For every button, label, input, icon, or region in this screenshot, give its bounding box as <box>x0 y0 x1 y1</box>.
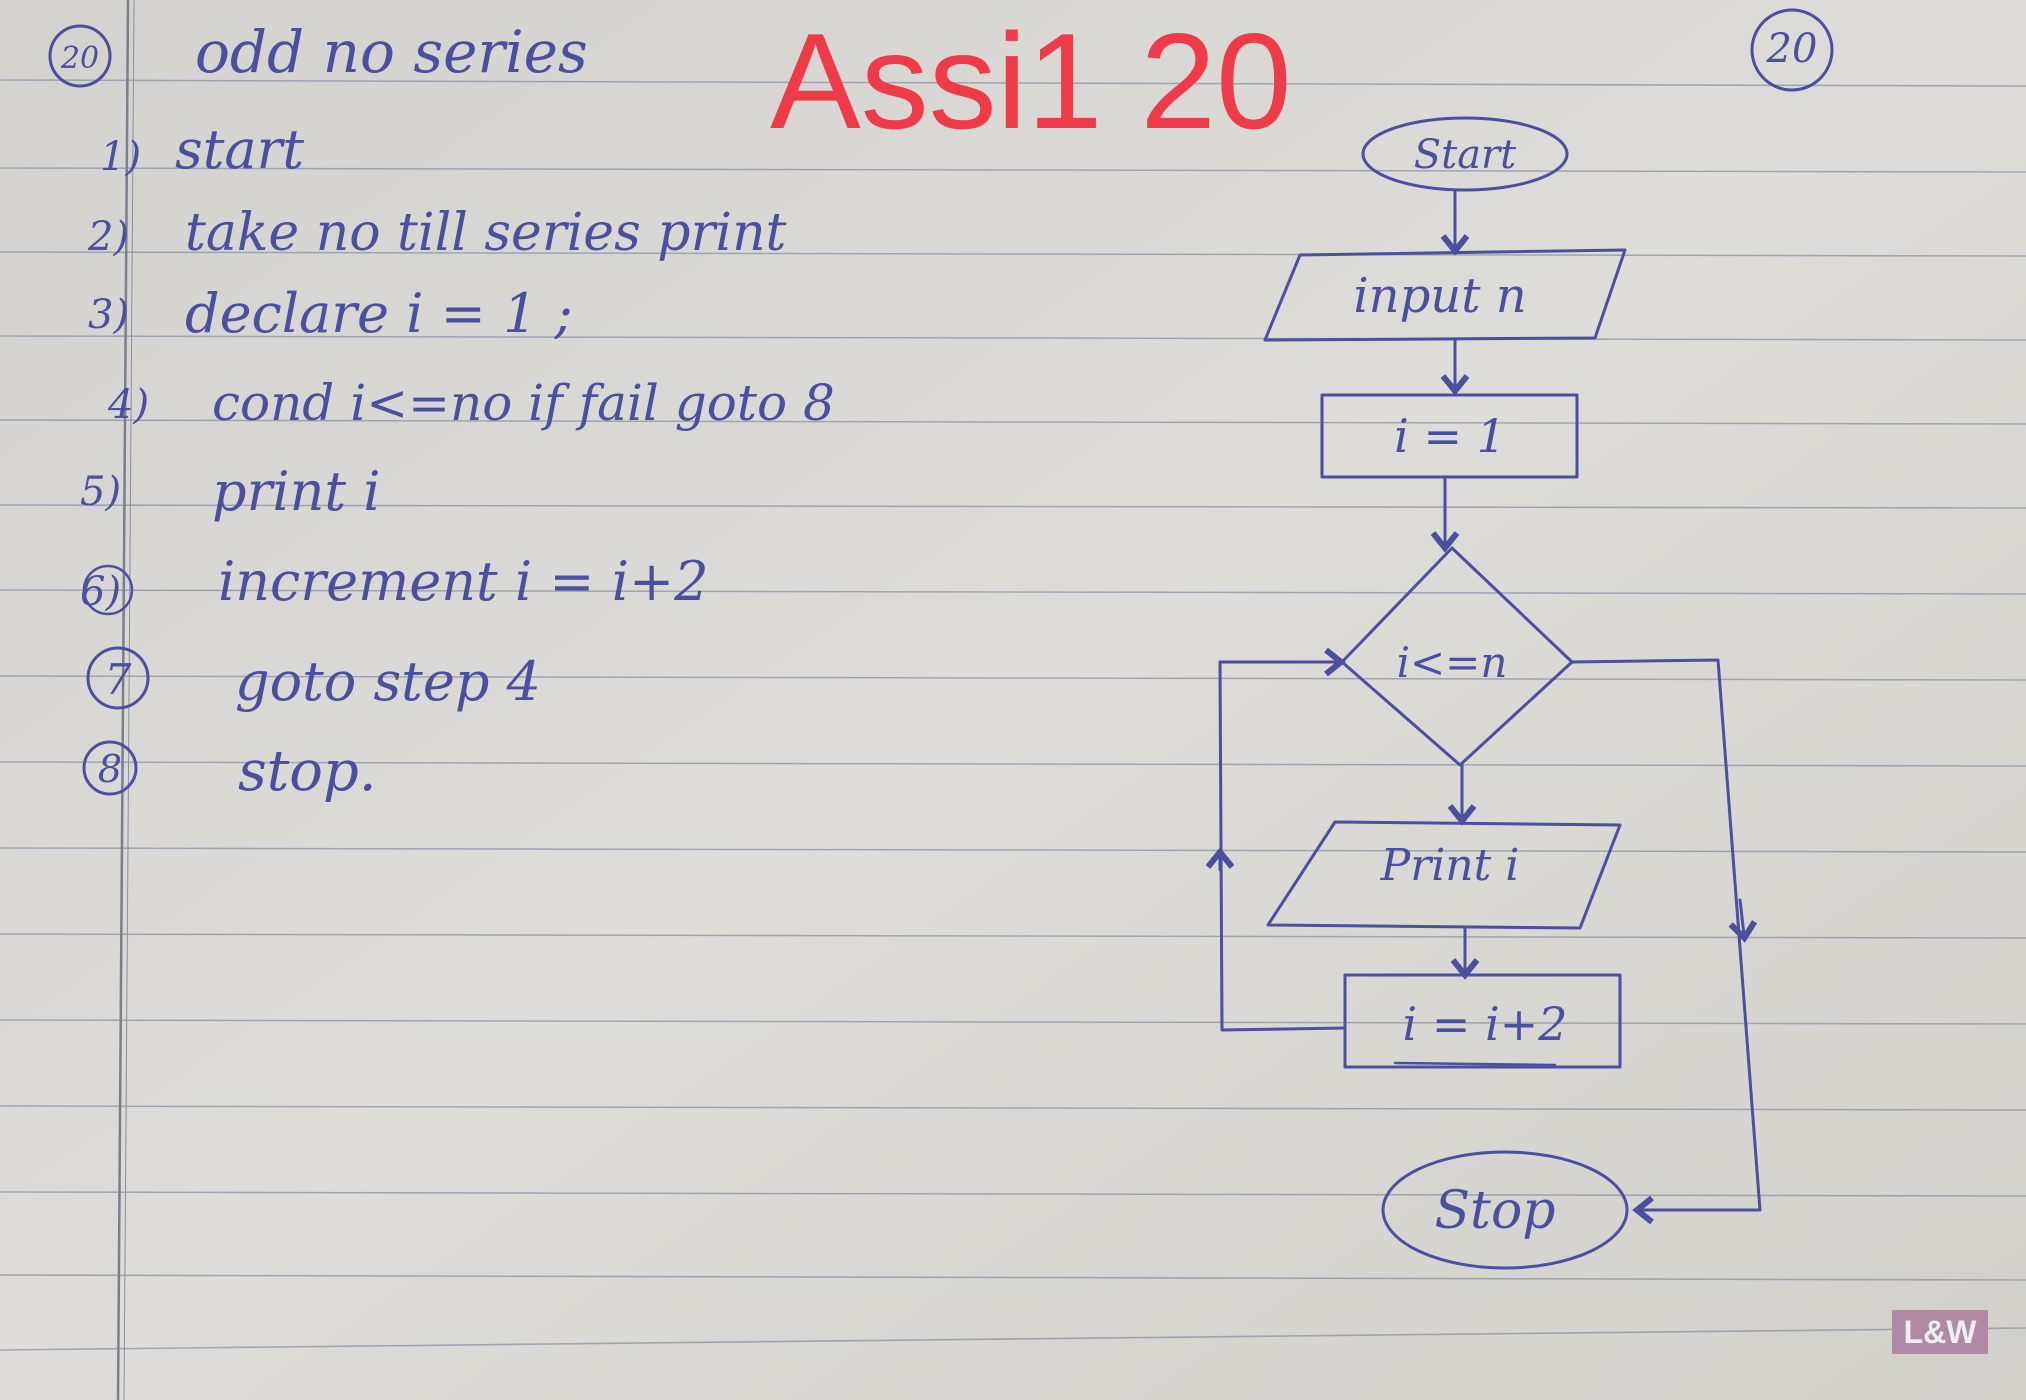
step-number: 2) <box>87 214 129 260</box>
overlay-title: Assi1 20 <box>770 5 1292 157</box>
step-number: 8 <box>98 747 122 791</box>
step-text: increment i = i+2 <box>218 550 709 613</box>
step-text: print i <box>212 460 381 523</box>
heading: 20 odd no series <box>48 18 588 88</box>
step-number: 3) <box>88 292 129 338</box>
algorithm-steps: 1) start 2) take no till series print 3)… <box>80 118 835 804</box>
stop-label: Stop <box>1434 1181 1555 1241</box>
step-text: stop. <box>238 739 377 804</box>
flowchart: Start input n i = 1 i<=n Print i i = i+2… <box>1205 116 1762 1270</box>
step-text: start <box>175 118 304 181</box>
stop-terminal <box>1381 1150 1629 1270</box>
condition-label: i<=n <box>1397 638 1508 687</box>
step-text: goto step 4 <box>235 650 541 713</box>
step-text: cond i<=no if fail goto 8 <box>212 374 835 432</box>
step-number: 4) <box>107 382 149 428</box>
margin-line <box>116 0 130 1400</box>
step-number: 7 <box>105 655 132 704</box>
step-text: take no till series print <box>185 203 787 263</box>
step-text: declare i = 1 ; <box>185 282 573 345</box>
init-label: i = 1 <box>1394 409 1506 463</box>
ruled-lines <box>0 79 2026 1351</box>
svg-text:20: 20 <box>1766 26 1818 72</box>
start-terminal <box>1361 116 1569 192</box>
step-number: 5) <box>80 469 121 515</box>
heading-number: 20 <box>60 41 99 76</box>
condition-diamond <box>1340 546 1574 767</box>
svg-text:L&W: L&W <box>1904 1314 1978 1350</box>
output-box <box>1266 820 1622 930</box>
step-number: 1) <box>100 134 141 180</box>
step-number: 6) <box>80 569 121 615</box>
input-label: input n <box>1353 268 1526 324</box>
start-label: Start <box>1414 132 1517 178</box>
brand-logo: L&W <box>1892 1310 1988 1354</box>
increment-label: i = i+2 <box>1402 997 1567 1051</box>
page-number: 20 <box>1750 8 1834 92</box>
heading-text: odd no series <box>195 18 588 86</box>
init-box <box>1320 393 1579 479</box>
increment-box <box>1343 973 1622 1069</box>
output-label: Print i <box>1380 840 1520 891</box>
input-box <box>1263 248 1627 342</box>
